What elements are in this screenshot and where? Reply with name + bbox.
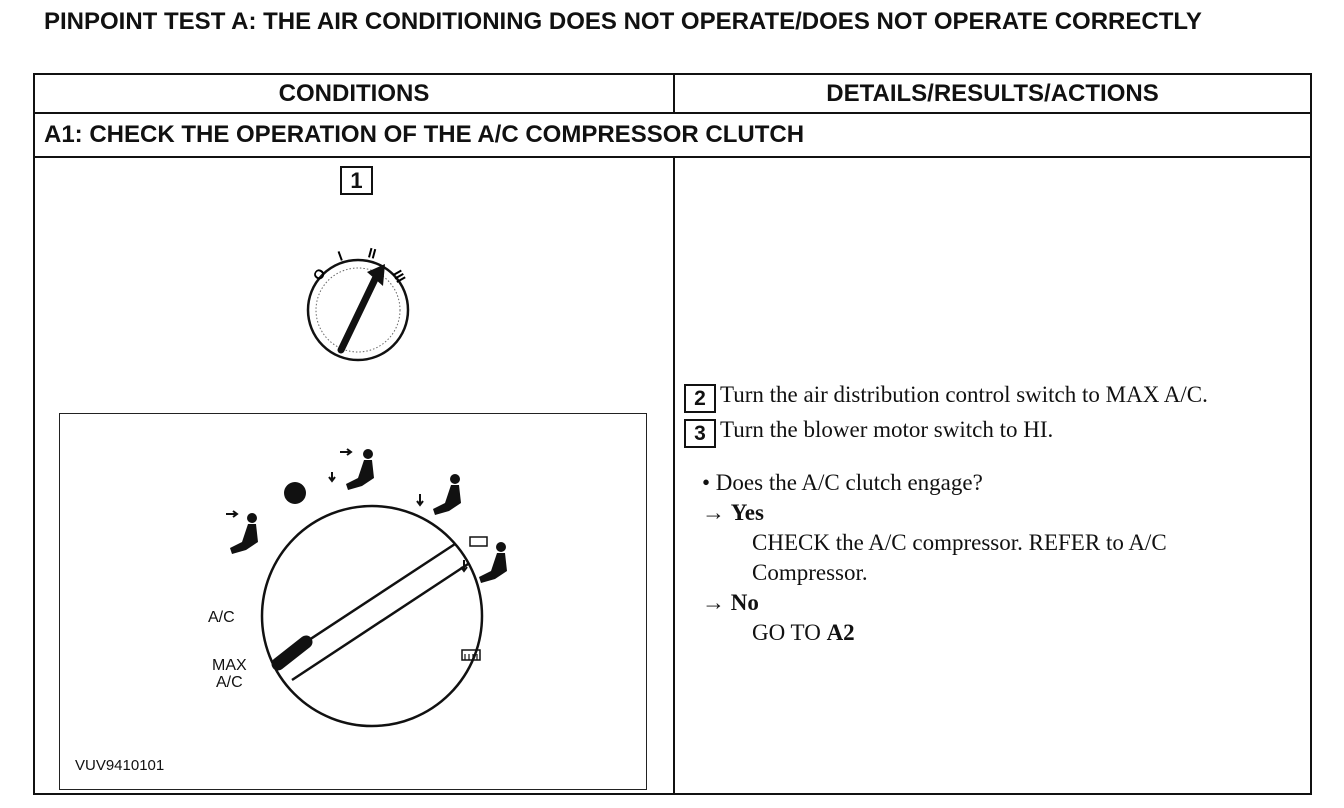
ignition-pos-1: I [336, 248, 345, 264]
yes-action-2: Compressor. [752, 560, 868, 585]
page-title: PINPOINT TEST A: THE AIR CONDITIONING DO… [44, 8, 1202, 35]
figure-code: VUV9410101 [75, 757, 165, 774]
dial-label-max-ac-2: A/C [216, 674, 243, 691]
result-block: • Does the A/C clutch engage? → Yes CHEC… [702, 468, 1292, 648]
floor-vent-icon [416, 474, 461, 515]
yes-action-1: CHECK the A/C compressor. REFER to A/C [752, 530, 1167, 555]
defrost-icon [461, 649, 481, 661]
dial-label-max: MAX [212, 657, 247, 674]
yes-label: Yes [730, 500, 764, 525]
step-row: A1: CHECK THE OPERATION OF THE A/C COMPR… [35, 114, 1310, 158]
step-number-box-1: 1 [340, 166, 373, 195]
face-floor-vent-icon [328, 448, 374, 490]
pinpoint-table: CONDITIONS DETAILS/RESULTS/ACTIONS A1: C… [33, 73, 1312, 795]
no-label: No [730, 590, 759, 615]
no-arrow: → [702, 590, 731, 615]
column-divider [673, 158, 675, 795]
no-action: GO TO A2 [702, 618, 1292, 648]
no-action-ref: A2 [826, 620, 855, 645]
step3-text: Turn the blower motor switch to HI. [720, 417, 1054, 442]
air-distribution-dial-icon [226, 448, 507, 728]
step-number-box-3: 3 [684, 419, 716, 448]
yes-branch: → Yes [702, 498, 1292, 528]
step-number-box-2: 2 [684, 384, 716, 413]
ignition-switch-icon: O I II III [306, 244, 410, 362]
header-conditions: CONDITIONS [35, 75, 675, 112]
step2-text: Turn the air distribution control switch… [720, 382, 1208, 407]
air-distribution-figure: A/C MAX A/C VUV9410101 [59, 413, 647, 790]
step-title: A1: CHECK THE OPERATION OF THE A/C COMPR… [44, 121, 805, 148]
no-branch: → No [702, 588, 1292, 618]
question: • Does the A/C clutch engage? [702, 470, 983, 495]
floor-defrost-icon [460, 536, 507, 583]
dial-label-max-ac: MAX A/C [212, 657, 247, 691]
table-header-row: CONDITIONS DETAILS/RESULTS/ACTIONS [35, 75, 1310, 114]
header-details: DETAILS/RESULTS/ACTIONS [826, 80, 1159, 107]
ignition-pos-0: O [309, 265, 328, 283]
yes-arrow: → [702, 500, 731, 525]
no-action-prefix: GO TO [752, 620, 827, 645]
dial-label-ac: A/C [208, 609, 235, 626]
face-vent-icon [226, 510, 258, 554]
ignition-pos-2: II [366, 244, 378, 261]
ignition-pos-3: III [389, 267, 409, 285]
